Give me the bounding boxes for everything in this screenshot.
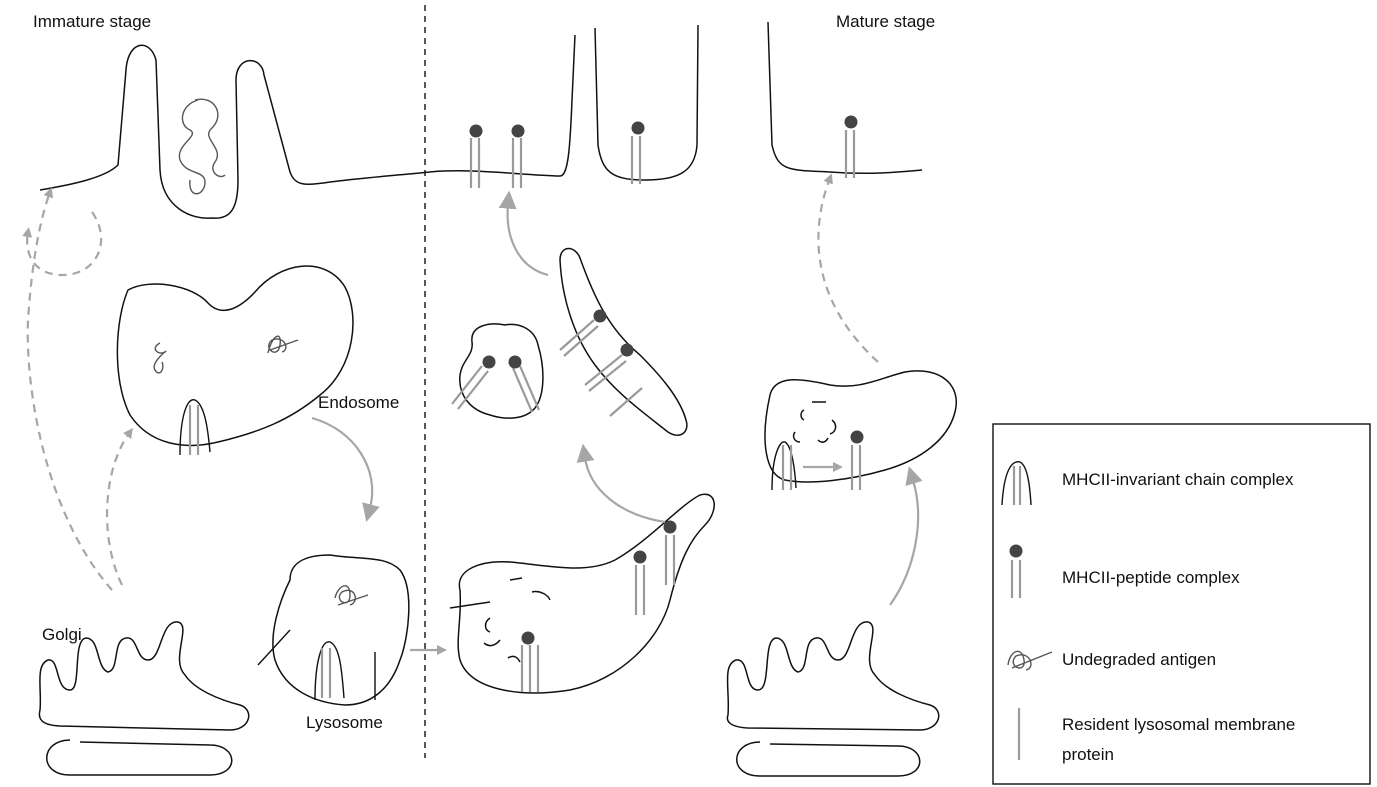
late-endosome-to-vesicles-arrow xyxy=(585,458,665,522)
tubule-to-surface-arrow xyxy=(508,205,548,275)
lysosome-antigen xyxy=(335,586,368,605)
surface-mhcii-peptide xyxy=(845,116,858,179)
late-endosome-mhcii-peptide xyxy=(634,551,647,616)
legend-undegraded-antigen-label: Undegraded antigen xyxy=(1062,650,1216,669)
surface-mhcii-peptide xyxy=(470,125,483,189)
golgi-label: Golgi xyxy=(42,625,82,644)
plasma-membrane xyxy=(40,22,922,218)
endosome-antigen-large xyxy=(268,336,298,353)
vesicle-mhcii-peptide xyxy=(509,356,540,413)
legend-membrane-protein-label-line1: Resident lysosomal membrane xyxy=(1062,715,1295,734)
lysosome-label: Lysosome xyxy=(306,713,383,732)
golgi-immature xyxy=(39,622,248,775)
endosome-to-lysosome-arrow xyxy=(312,418,372,508)
membrane-protein xyxy=(450,602,490,608)
tubule-mhcii-peptide xyxy=(560,310,607,357)
legend-membrane-protein-label-line2: protein xyxy=(1062,745,1114,764)
legend-mhcii-invariant-label: MHCII-invariant chain complex xyxy=(1062,470,1294,489)
endosome-mhcii-invariant xyxy=(180,400,210,455)
surface-mhcii-peptide xyxy=(632,122,645,185)
mhcii-peptide-icon xyxy=(1010,545,1023,599)
endosome-antigen-small xyxy=(154,343,166,373)
mature-stage-title: Mature stage xyxy=(836,12,935,31)
mature-endosome-mhcii-peptide xyxy=(851,431,864,491)
late-endosome-mhcii-peptide xyxy=(664,521,677,586)
mature-endosome-mhcii-invariant xyxy=(772,442,796,490)
undegraded-antigen-icon xyxy=(1008,651,1052,670)
lysosome xyxy=(273,555,409,705)
mature-endosome-to-surface-arrow xyxy=(818,178,878,362)
mhcii-invariant-chain-icon xyxy=(1002,462,1031,505)
late-endosome-mhcii-peptide xyxy=(522,632,539,693)
legend-mhcii-peptide-label: MHCII-peptide complex xyxy=(1062,568,1240,587)
lysosome-mhcii-invariant xyxy=(315,642,344,700)
tubule-mhcii-peptide xyxy=(585,344,634,392)
golgi-to-endosome-arrow xyxy=(107,432,130,585)
mature-endosome-fragments xyxy=(794,402,836,442)
surface-mhcii-peptide xyxy=(512,125,525,189)
immature-stage-title: Immature stage xyxy=(33,12,151,31)
internalized-antigen xyxy=(179,99,225,194)
vesicle-mhcii-peptide xyxy=(452,356,496,410)
transport-vesicle xyxy=(460,324,543,418)
membrane-protein xyxy=(610,388,642,416)
recycling-arrow xyxy=(27,212,101,275)
endosome xyxy=(117,266,353,445)
endosome-label: Endosome xyxy=(318,393,399,412)
golgi-mature xyxy=(727,622,938,776)
golgi-to-mature-endosome-arrow xyxy=(890,480,918,605)
late-endosome-fragments xyxy=(484,578,550,662)
golgi-to-surface-arrow xyxy=(28,192,112,590)
